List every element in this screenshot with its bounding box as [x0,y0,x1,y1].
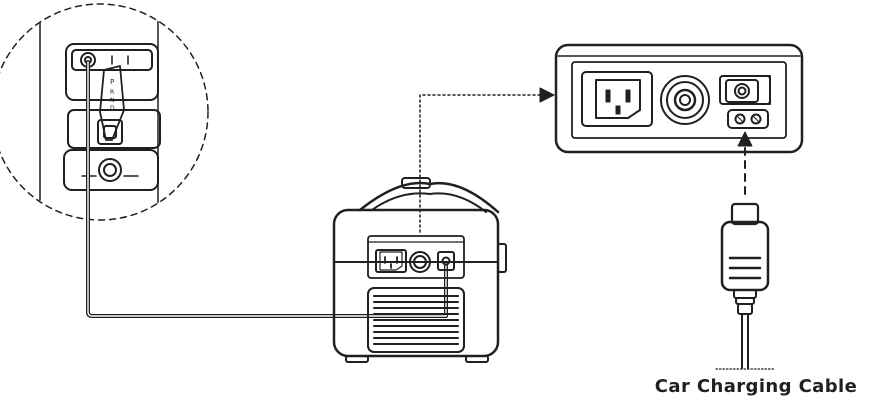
station-body [332,208,500,358]
station-vent [367,287,465,353]
zoom-xt60-port [727,109,769,129]
svg-text:N: N [110,97,115,104]
svg-text:R: R [110,89,114,96]
gear-shifter [99,65,125,141]
car-socket-closeup: P R N D [0,3,209,221]
power-station [332,177,507,363]
plug-body [720,220,770,292]
zoom-round-port [660,75,710,125]
cable-to-port-arrowhead [737,131,753,147]
car-charging-cable-label: Car Charging Cable [654,376,858,397]
closeup-dashed-circle [0,3,209,221]
zoom-panel-frame [554,43,804,154]
zoom-ac-outlet [581,71,653,127]
svg-text:P: P [110,78,114,86]
station-round-port [409,251,431,273]
station-dc-input [437,251,455,271]
port-panel-zoom [554,43,804,154]
car-charging-cable-plug [715,202,775,370]
zoom-leader-dotted [419,94,541,233]
zoom-leader-arrowhead [539,87,555,103]
station-ac-outlet [375,249,407,273]
svg-text:D: D [110,105,115,112]
